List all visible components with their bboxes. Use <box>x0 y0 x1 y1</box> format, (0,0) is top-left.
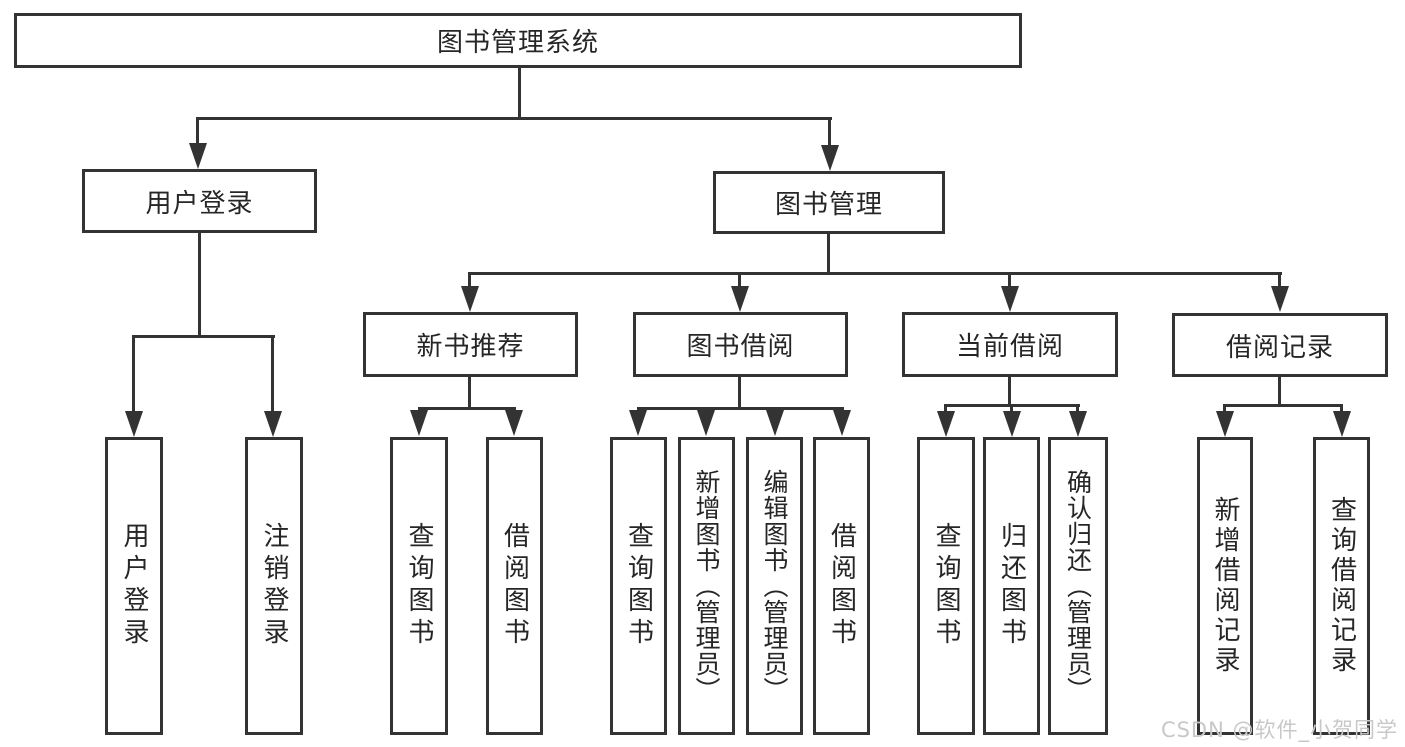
connector-leaf-branch <box>637 407 844 410</box>
leaf-query-books: 查询图书 <box>917 437 975 735</box>
node-new-book-recommend: 新书推荐 <box>363 312 578 377</box>
connector-drop-book-management <box>828 117 831 147</box>
down-arrow-icon <box>821 145 839 171</box>
connector-level2-branch <box>197 117 832 120</box>
down-arrow-icon <box>629 410 647 436</box>
down-arrow-icon <box>1003 411 1021 437</box>
connector-drop-section <box>1278 272 1281 287</box>
leaf-add-books-admin: 新增图书（管理员） <box>678 437 735 735</box>
node-current-borrow: 当前借阅 <box>902 312 1118 377</box>
down-arrow-icon <box>505 410 523 436</box>
leaf-borrow-books: 借阅图书 <box>486 437 543 735</box>
connector-drop-leaf <box>944 404 947 412</box>
connector-user-login-stem <box>198 233 201 335</box>
connector-drop-leaf <box>1010 404 1013 412</box>
down-arrow-icon <box>697 410 715 436</box>
node-book-borrow: 图书借阅 <box>633 312 848 377</box>
connector-drop-user-login <box>196 117 199 145</box>
connector-section-stem <box>738 377 741 409</box>
csdn-watermark: CSDN @软件_小贺同学 <box>1160 718 1398 742</box>
leaf-edit-books-admin: 编辑图书（管理员） <box>746 437 803 735</box>
down-arrow-icon <box>937 411 955 437</box>
leaf-borrow-books: 借阅图书 <box>813 437 870 735</box>
connector-drop-leaf <box>132 335 135 412</box>
node-system-root: 图书管理系统 <box>14 13 1022 68</box>
down-arrow-icon <box>833 410 851 436</box>
connector-section-stem <box>1008 377 1011 406</box>
connector-root-stem <box>518 68 521 118</box>
connector-leaf-branch <box>418 407 516 410</box>
down-arrow-icon <box>1333 411 1351 437</box>
leaf-return-books: 归还图书 <box>983 437 1040 735</box>
down-arrow-icon <box>1069 411 1087 437</box>
leaf-logout: 注销登录 <box>245 437 303 735</box>
node-borrow-records: 借阅记录 <box>1172 313 1388 377</box>
connector-section-stem <box>1278 377 1281 406</box>
down-arrow-icon <box>766 410 784 436</box>
down-arrow-icon <box>1271 286 1289 312</box>
down-arrow-icon <box>125 411 143 437</box>
connector-drop-leaf <box>1340 404 1343 412</box>
leaf-query-books: 查询图书 <box>610 437 667 735</box>
leaf-query-borrow-record: 查询借阅记录 <box>1313 437 1370 735</box>
leaf-user-login: 用户登录 <box>105 437 163 735</box>
down-arrow-icon <box>410 410 428 436</box>
connector-drop-section <box>1008 272 1011 287</box>
connector-section-stem <box>468 377 471 409</box>
connector-drop-section <box>738 272 741 287</box>
node-user-login: 用户登录 <box>82 169 317 233</box>
down-arrow-icon <box>461 286 479 312</box>
connector-level3-branch <box>469 272 1282 275</box>
down-arrow-icon <box>1001 286 1019 312</box>
connector-book-management-stem <box>827 234 830 274</box>
connector-user-login-branch <box>133 335 275 338</box>
down-arrow-icon <box>189 143 207 169</box>
connector-drop-section <box>468 272 471 287</box>
down-arrow-icon <box>1216 411 1234 437</box>
leaf-confirm-return-admin: 确认归还（管理员） <box>1048 437 1108 735</box>
leaf-add-borrow-record: 新增借阅记录 <box>1197 437 1253 735</box>
connector-leaf-branch <box>1224 404 1343 407</box>
node-book-management: 图书管理 <box>713 171 945 234</box>
leaf-query-books: 查询图书 <box>390 437 448 735</box>
connector-drop-leaf <box>271 335 274 412</box>
down-arrow-icon <box>264 411 282 437</box>
connector-drop-leaf <box>1076 404 1079 412</box>
down-arrow-icon <box>731 286 749 312</box>
connector-drop-leaf <box>1223 404 1226 412</box>
